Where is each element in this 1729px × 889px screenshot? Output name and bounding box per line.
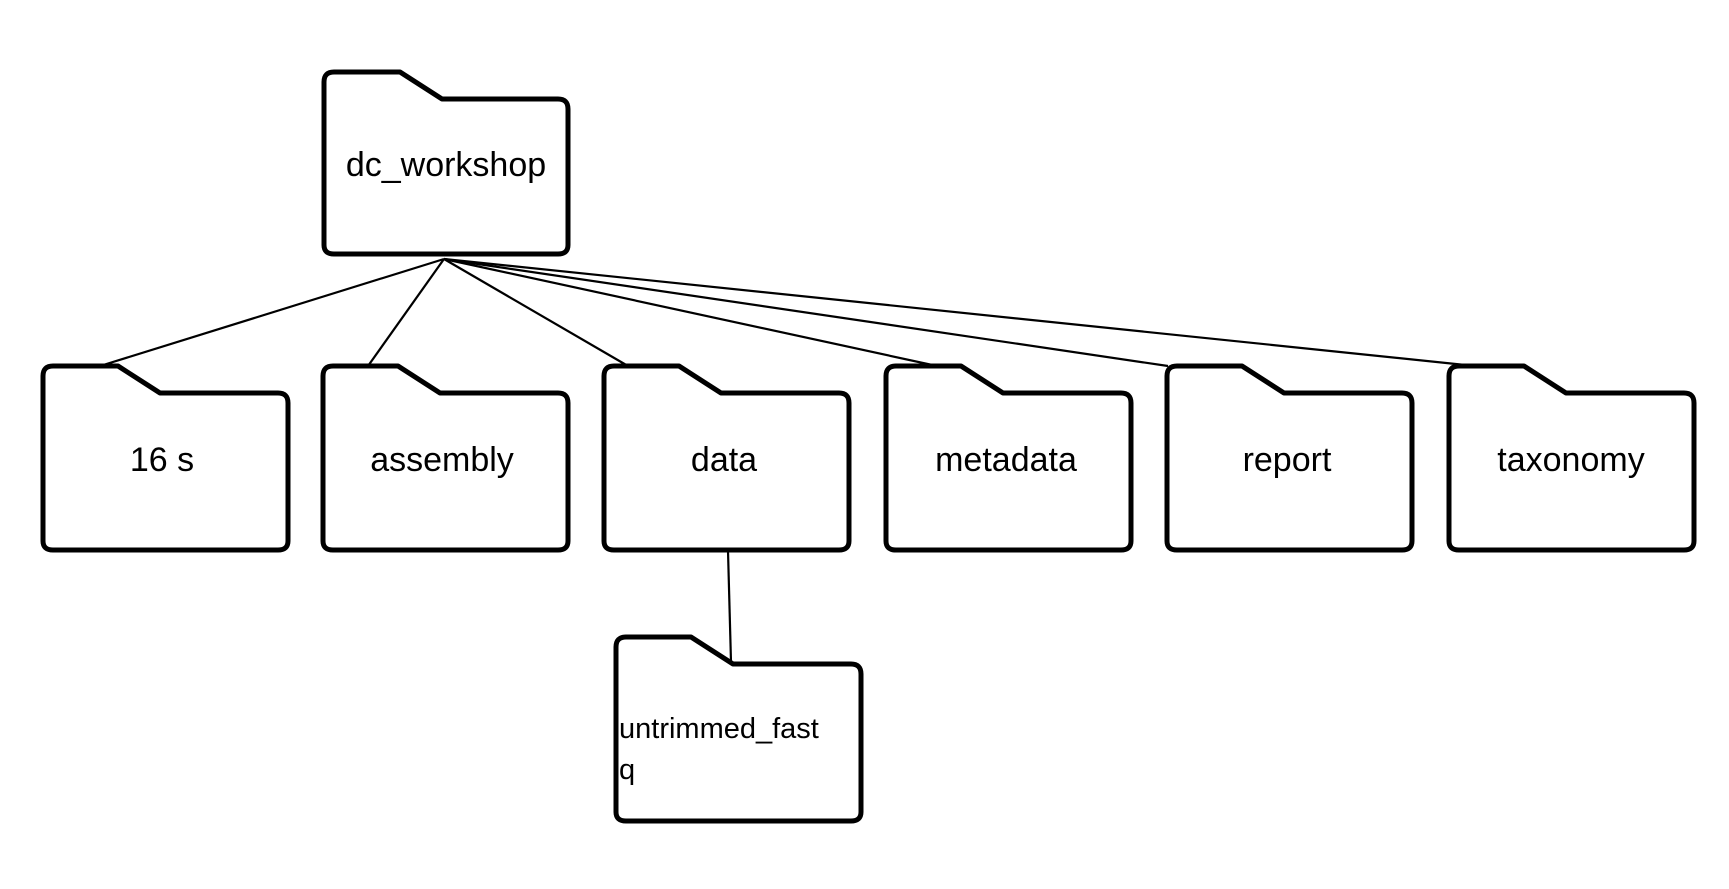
connector-root-taxonomy: [443, 257, 1476, 368]
folder-label: report: [1243, 441, 1332, 479]
folder-label-line-1: untrimmed_fast: [619, 713, 819, 745]
folder-icon: [601, 363, 852, 553]
folder-label: 16 s: [130, 441, 194, 479]
folder-label: taxonomy: [1497, 441, 1644, 479]
folder-dc-workshop: dc_workshop: [321, 69, 571, 257]
folder-icon: [613, 634, 864, 824]
folder-report: report: [1164, 363, 1415, 553]
connector-root-16s: [99, 257, 445, 368]
folder-label: metadata: [935, 441, 1077, 479]
folder-assembly: assembly: [320, 363, 571, 553]
connector-root-data: [443, 258, 629, 367]
folder-icon: [320, 363, 571, 553]
connector-data-untrimmed: [726, 550, 733, 663]
folder-icon: [1164, 363, 1415, 553]
connector-root-report: [443, 257, 1169, 368]
connectors: [99, 257, 1476, 663]
folder-16s: 16 s: [40, 363, 291, 553]
folder-label-line-2: q: [619, 754, 635, 786]
folder-label: dc_workshop: [346, 146, 546, 184]
folder-metadata: metadata: [883, 363, 1134, 553]
folder-taxonomy: taxonomy: [1446, 363, 1697, 553]
folder-untrimmed-fastq: untrimmed_fast q: [613, 634, 864, 824]
folder-data: data: [601, 363, 852, 553]
folder-label: assembly: [370, 441, 514, 479]
folder-icon: [883, 363, 1134, 553]
connector-root-metadata: [443, 257, 938, 368]
folder-icon: [1446, 363, 1697, 553]
folder-label: data: [691, 441, 757, 479]
folder-icon: [40, 363, 291, 553]
folder-icon: [321, 69, 571, 257]
connector-root-assembly: [367, 258, 445, 367]
